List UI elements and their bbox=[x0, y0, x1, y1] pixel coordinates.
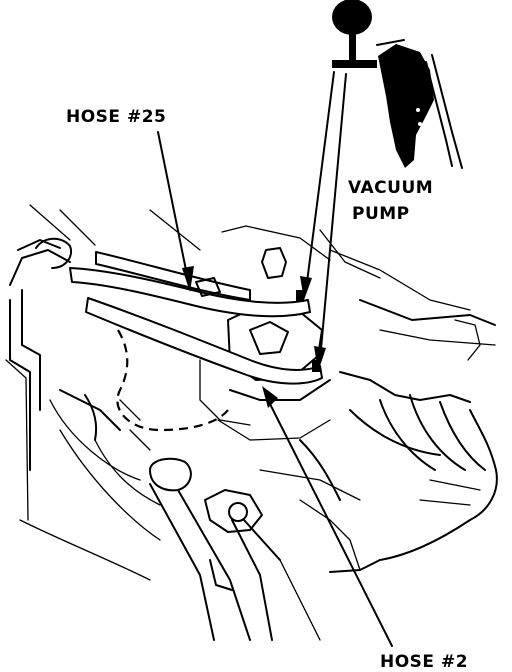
hidden-hose-path bbox=[116, 329, 229, 432]
hose-25-shape bbox=[69, 267, 311, 318]
pump-leader-1 bbox=[305, 71, 335, 291]
vacuum-label: VACUUM bbox=[348, 178, 433, 198]
hose-2-fitting bbox=[312, 360, 320, 372]
engine-linework bbox=[5, 204, 498, 641]
hose-2-shape bbox=[85, 297, 323, 385]
vacuum-gauge-dial bbox=[332, 0, 372, 35]
pump-handle bbox=[431, 54, 463, 169]
pump-leader-2 bbox=[319, 73, 347, 361]
pump-body bbox=[378, 44, 434, 168]
hose-clamp bbox=[195, 277, 221, 297]
leader-lines bbox=[157, 71, 393, 647]
hose-25-fitting bbox=[296, 290, 304, 302]
gauge-stem bbox=[349, 33, 356, 68]
vacuum-pump-illustration bbox=[332, 0, 463, 169]
hose-2-leader bbox=[267, 399, 393, 647]
hose-front-shape bbox=[95, 251, 251, 301]
pump-trigger bbox=[376, 39, 405, 46]
pump-handle-inner bbox=[425, 61, 453, 167]
pump-manifold bbox=[332, 60, 377, 68]
hose-2-label: HOSE #2 bbox=[380, 652, 468, 672]
hose-25-label: HOSE #25 bbox=[66, 107, 166, 127]
hose-25-leader bbox=[157, 131, 189, 281]
pump-label: PUMP bbox=[352, 204, 410, 224]
